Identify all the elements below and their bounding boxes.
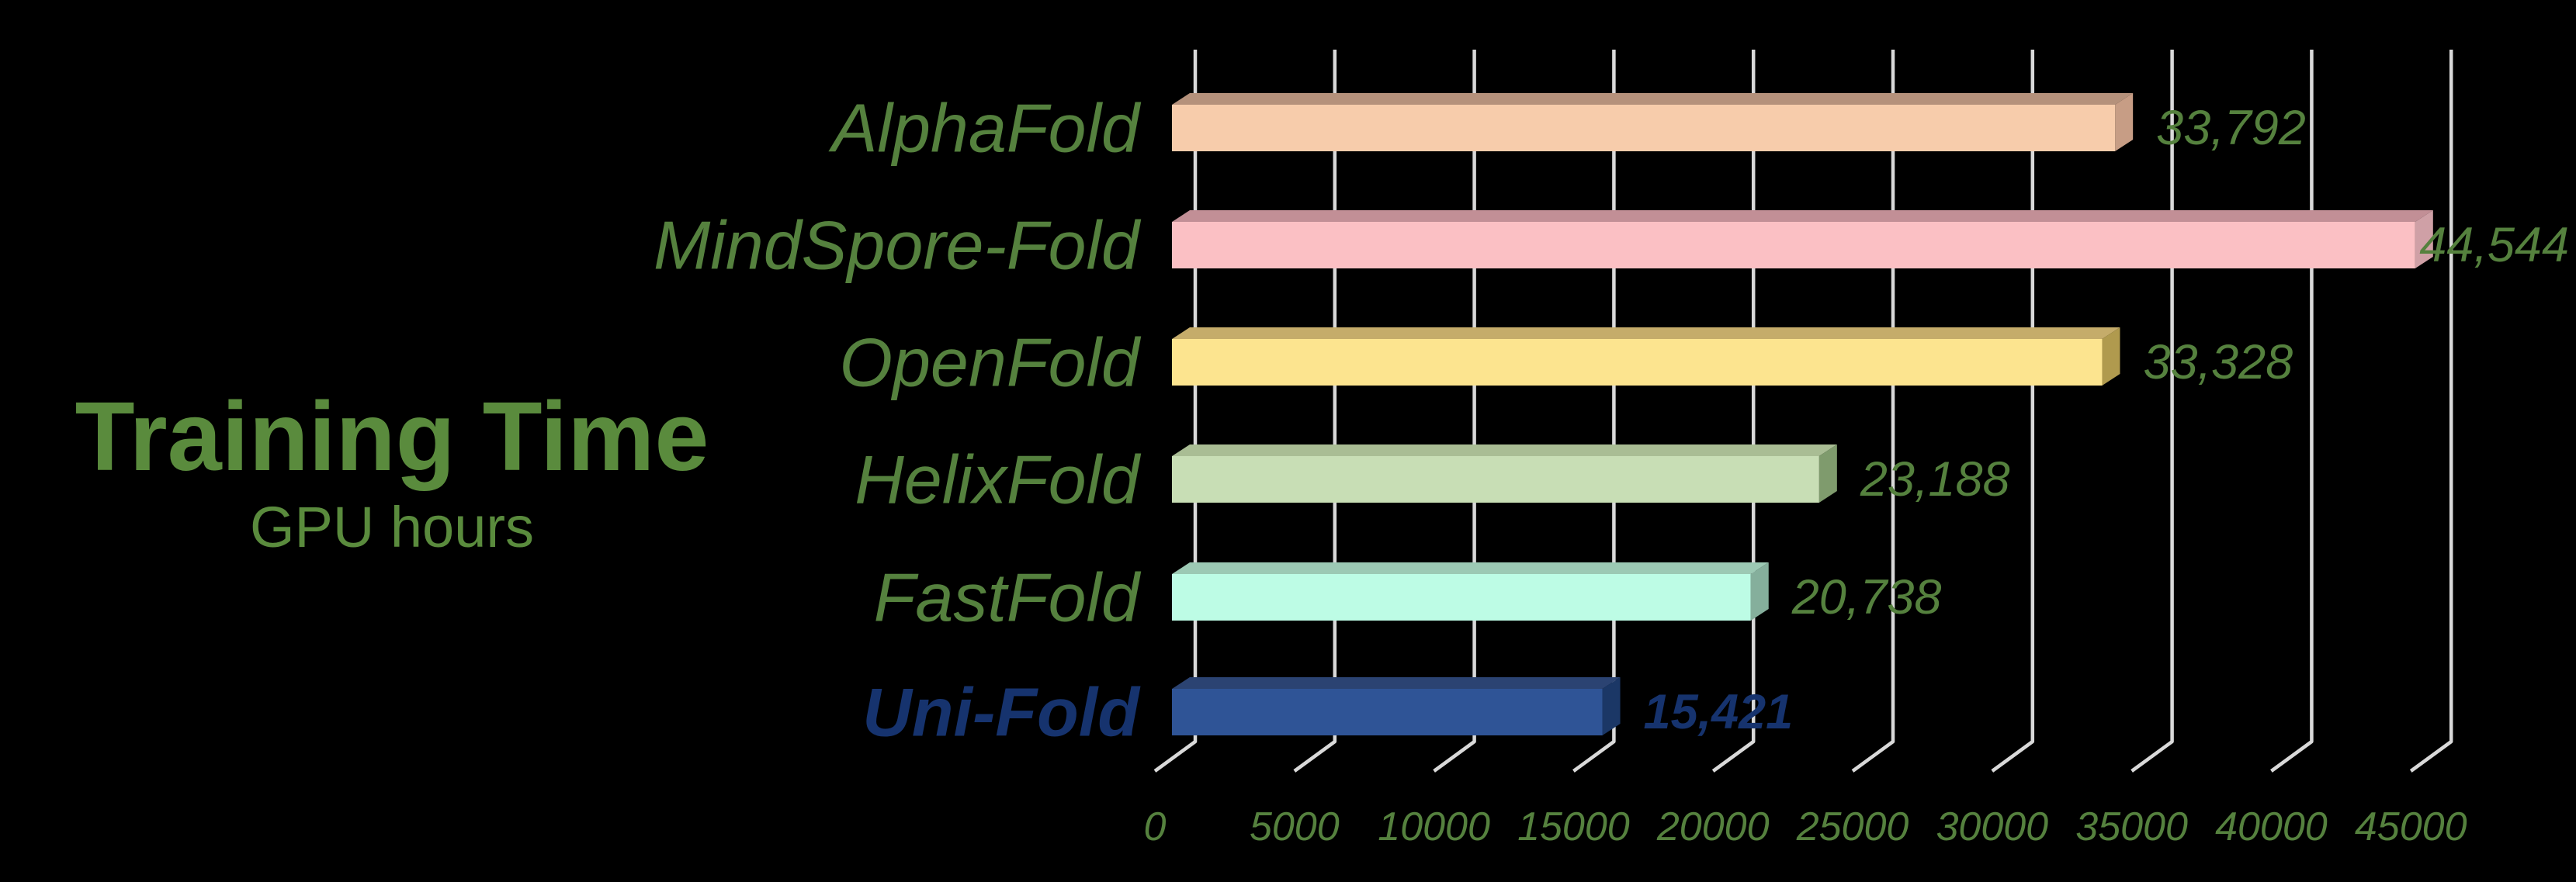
bar-top-face (1172, 562, 1769, 574)
bar-front-face (1172, 105, 2116, 151)
gridline (2130, 50, 2174, 773)
bar-top-face (1172, 444, 1837, 456)
x-tick-label: 40000 (2215, 804, 2328, 849)
bar-side-face (1818, 444, 1837, 503)
gridline (1991, 50, 2035, 773)
gridline (2270, 50, 2314, 773)
bar-front-face (1172, 339, 2103, 386)
gridline (1851, 50, 1895, 773)
x-tick-label: 30000 (1936, 804, 2048, 849)
bar-front-face (1172, 689, 1603, 735)
value-label: 23,188 (1860, 452, 2010, 507)
x-tick-label: 20000 (1656, 804, 1770, 849)
category-label: HelixFold (855, 441, 1142, 518)
bar-top-face (1172, 93, 2134, 105)
value-label: 44,544 (2419, 218, 2569, 272)
gridline (1153, 50, 1198, 773)
x-tick-label: 0 (1144, 804, 1167, 849)
x-tick-label: 35000 (2075, 804, 2188, 849)
bar-front-face (1172, 456, 1819, 503)
category-label: MindSpore-Fold (654, 207, 1142, 284)
bar-side-face (2102, 327, 2120, 386)
category-label: AlphaFold (828, 90, 1142, 167)
gridline (1572, 50, 1616, 773)
x-tick-label: 15000 (1517, 804, 1630, 849)
x-tick-label: 10000 (1378, 804, 1490, 849)
value-label: 33,792 (2156, 101, 2306, 155)
bar-top-face (1172, 327, 2120, 339)
value-label: 20,738 (1791, 570, 1942, 624)
category-label: FastFold (874, 559, 1142, 636)
gridline (1711, 50, 1756, 773)
bar-front-face (1172, 222, 2415, 268)
gridline (2409, 50, 2453, 773)
bar-side-face (1750, 562, 1769, 621)
gridline (1433, 50, 1476, 773)
x-tick-label: 25000 (1796, 804, 1909, 849)
x-tick-label: 5000 (1250, 804, 1340, 849)
bar-top-face (1172, 210, 2433, 222)
category-label: Uni-Fold (862, 674, 1141, 751)
value-label: 33,328 (2143, 335, 2293, 389)
bar-side-face (2115, 93, 2134, 151)
category-label: OpenFold (840, 324, 1142, 401)
bar-side-face (2415, 210, 2433, 268)
bar-top-face (1172, 677, 1621, 689)
bar-front-face (1172, 574, 1751, 621)
gridline (1293, 50, 1337, 773)
bar-side-face (1602, 677, 1621, 735)
x-tick-label: 45000 (2355, 804, 2467, 849)
value-label: 15,421 (1644, 685, 1794, 739)
